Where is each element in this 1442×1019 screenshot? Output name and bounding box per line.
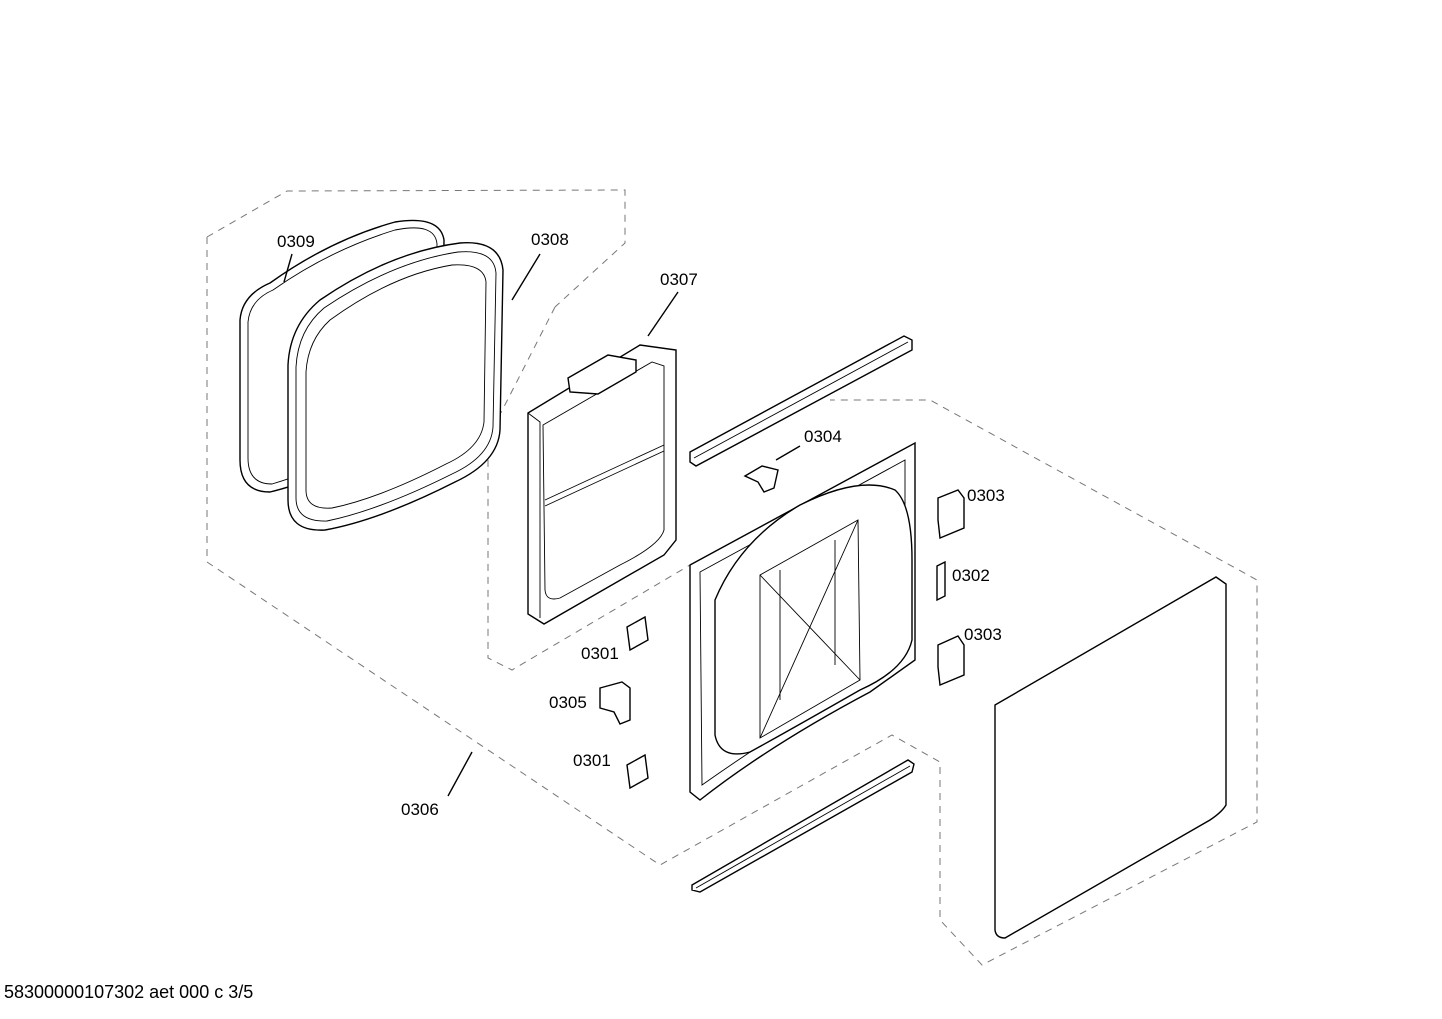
label-0309: 0309: [277, 232, 315, 251]
hinge-0303-top: [937, 489, 965, 540]
label-0305: 0305: [549, 693, 587, 712]
label-0308: 0308: [531, 230, 569, 249]
gasket-0308: [287, 242, 504, 531]
label-0307: 0307: [660, 270, 698, 289]
document-id: 58300000107302 aet 000 c 3/5: [4, 982, 254, 1002]
label-0302: 0302: [952, 566, 990, 585]
label-0301-top: 0301: [581, 644, 619, 663]
label-0303-top: 0303: [967, 486, 1005, 505]
filter-frame-0307: [527, 344, 677, 625]
outer-door-panel: [994, 576, 1227, 939]
top-rail: [689, 335, 913, 467]
label-0304: 0304: [804, 427, 842, 446]
label-0301-bottom: 0301: [573, 751, 611, 770]
strip-0302: [936, 560, 946, 602]
bottom-rail: [691, 759, 915, 893]
pad-0301-a: [626, 615, 649, 652]
knob-0304: [743, 465, 779, 493]
latch-0305: [599, 681, 631, 725]
door-inner-frame: [689, 441, 916, 801]
assembly-outline-left: [206, 189, 1258, 966]
leader-lines: [283, 253, 801, 797]
label-0303-bottom: 0303: [964, 625, 1002, 644]
label-0306: 0306: [401, 800, 439, 819]
hinge-0303-bottom: [937, 635, 965, 687]
pad-0301-b: [626, 753, 649, 790]
